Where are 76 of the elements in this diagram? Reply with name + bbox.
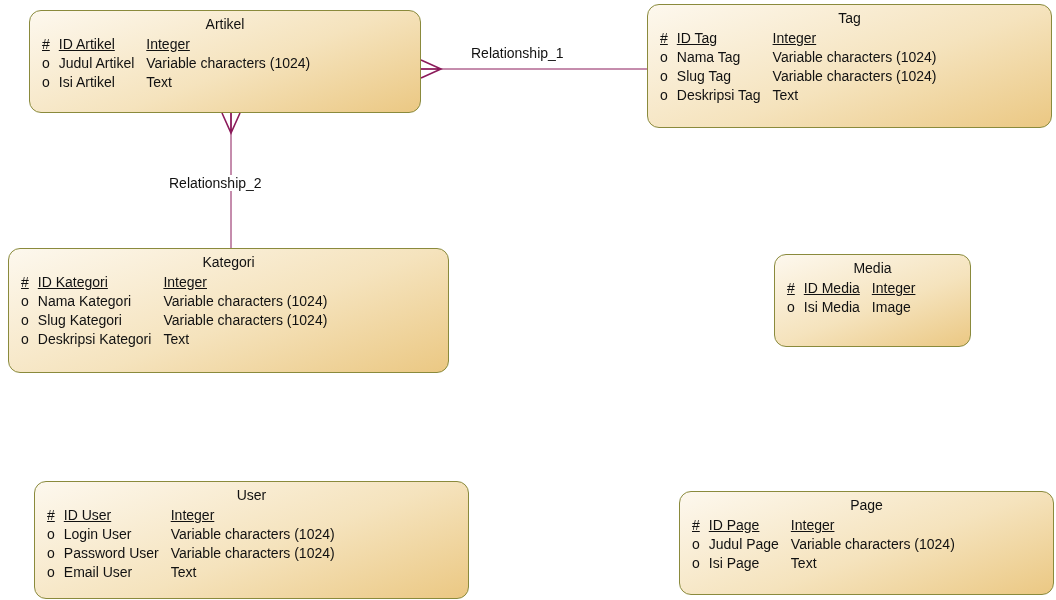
data-type: Integer	[871, 279, 916, 297]
entity-name: Kategori	[202, 254, 255, 271]
entity-name: Artikel	[205, 16, 245, 33]
data-type: Text	[772, 86, 799, 104]
key-marker: #	[787, 279, 795, 297]
attribute-name: ID User	[63, 506, 112, 524]
edge-label: Relationship_2	[168, 175, 263, 191]
relationship-line	[420, 59, 648, 79]
attribute-name: Email User	[63, 563, 133, 581]
attribute-name: Deskripsi Tag	[676, 86, 761, 104]
attribute-name: ID Media	[803, 279, 860, 297]
attribute-name: Nama Tag	[676, 48, 741, 66]
attribute-name: ID Artikel	[58, 35, 115, 53]
attribute-marker: o	[660, 86, 668, 104]
key-marker: #	[47, 506, 55, 524]
attribute-name: Slug Tag	[676, 67, 732, 85]
entity-name: Tag	[838, 10, 861, 27]
data-type: Variable characters (1024)	[772, 67, 937, 85]
attribute-marker: o	[42, 73, 50, 91]
entity-name: User	[236, 487, 267, 504]
data-type: Integer	[146, 35, 190, 53]
entity-name: Media	[853, 260, 892, 277]
key-marker: #	[660, 29, 668, 47]
entity-box	[774, 254, 971, 347]
entity-box	[29, 10, 421, 113]
attribute-marker: o	[21, 292, 29, 310]
attribute-marker: o	[660, 67, 668, 85]
attribute-name: Login User	[63, 525, 132, 543]
attribute-marker: o	[692, 554, 700, 572]
data-type: Variable characters (1024)	[146, 54, 311, 72]
data-type: Variable characters (1024)	[163, 311, 328, 329]
attribute-name: Deskripsi Kategori	[37, 330, 152, 348]
attribute-name: ID Tag	[676, 29, 717, 47]
attribute-marker: o	[660, 48, 668, 66]
attribute-marker: o	[787, 298, 795, 316]
data-type: Text	[790, 554, 817, 572]
data-type: Text	[163, 330, 190, 348]
entity-box	[647, 4, 1052, 128]
data-type: Text	[146, 73, 172, 91]
attribute-marker: o	[47, 525, 55, 543]
relationship-line	[221, 112, 241, 249]
attribute-name: Isi Page	[708, 554, 760, 572]
attribute-marker: o	[47, 544, 55, 562]
data-type: Integer	[163, 273, 207, 291]
key-marker: #	[42, 35, 50, 53]
data-type: Variable characters (1024)	[170, 525, 335, 543]
data-type: Image	[871, 298, 911, 316]
attribute-name: Slug Kategori	[37, 311, 122, 329]
data-type: Integer	[790, 516, 835, 534]
data-type: Integer	[772, 29, 817, 47]
entity-box	[679, 491, 1054, 595]
attribute-name: Isi Artikel	[58, 73, 115, 91]
attribute-name: Password User	[63, 544, 159, 562]
data-type: Text	[170, 563, 197, 581]
data-type: Variable characters (1024)	[163, 292, 328, 310]
attribute-marker: o	[42, 54, 50, 72]
key-marker: #	[21, 273, 29, 291]
edge-label: Relationship_1	[470, 45, 565, 61]
entity-name: Page	[850, 497, 883, 514]
data-type: Variable characters (1024)	[790, 535, 955, 553]
attribute-marker: o	[21, 330, 29, 348]
attribute-marker: o	[692, 535, 700, 553]
key-marker: #	[692, 516, 700, 534]
entity-box	[34, 481, 469, 599]
attribute-marker: o	[21, 311, 29, 329]
attribute-name: Judul Page	[708, 535, 779, 553]
attribute-name: Judul Artikel	[58, 54, 135, 72]
attribute-name: Isi Media	[803, 298, 860, 316]
data-type: Variable characters (1024)	[772, 48, 937, 66]
data-type: Variable characters (1024)	[170, 544, 335, 562]
entity-box	[8, 248, 449, 373]
attribute-marker: o	[47, 563, 55, 581]
attribute-name: ID Kategori	[37, 273, 108, 291]
data-type: Integer	[170, 506, 215, 524]
attribute-name: ID Page	[708, 516, 760, 534]
attribute-name: Nama Kategori	[37, 292, 132, 310]
